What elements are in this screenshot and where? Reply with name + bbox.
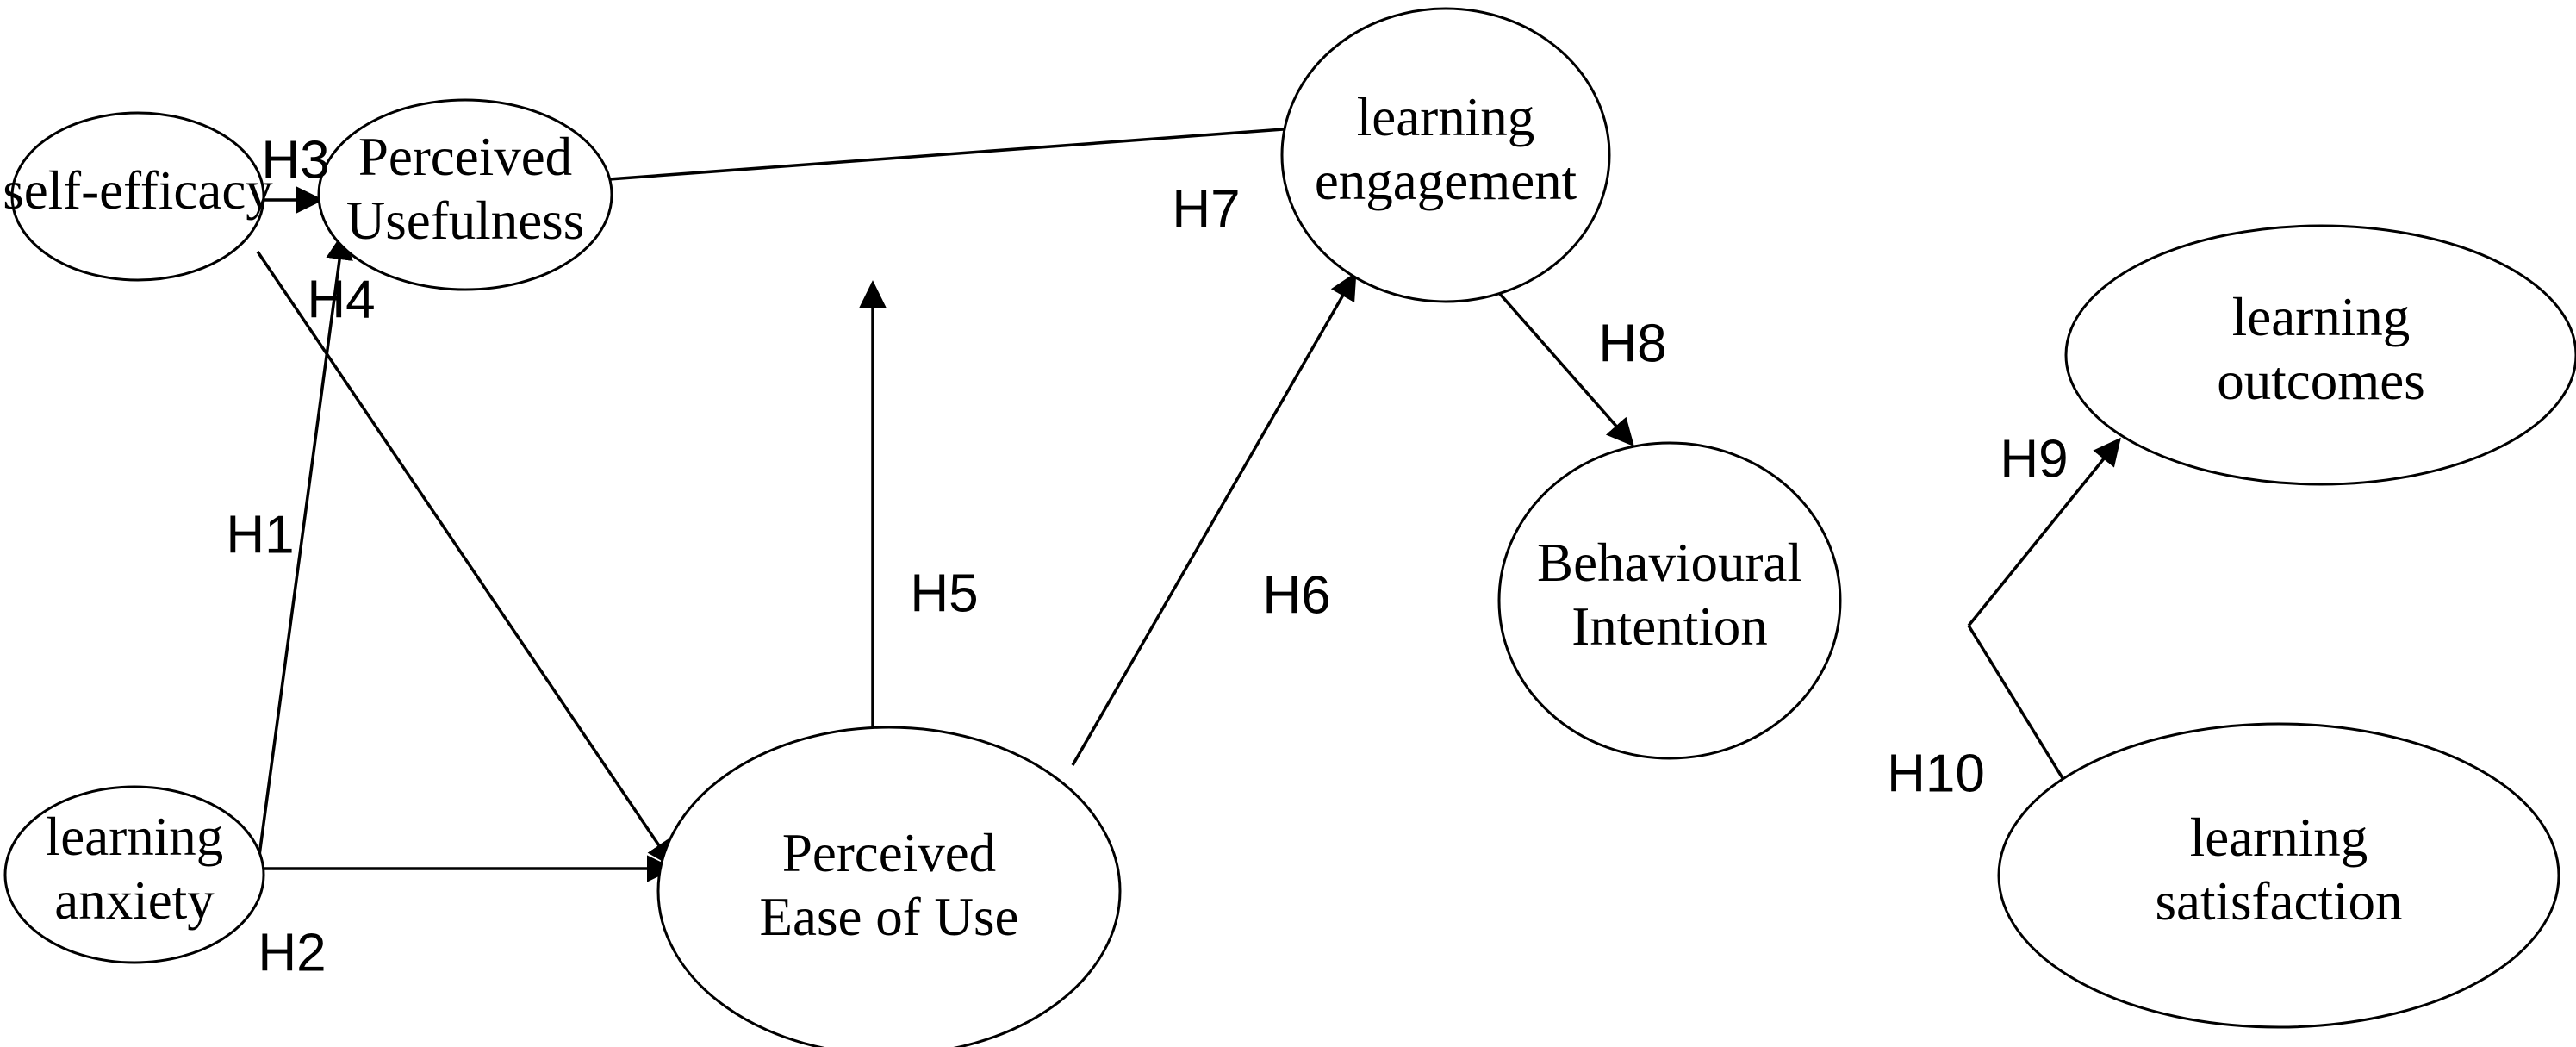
edge-label-h4: H4 — [307, 270, 375, 329]
edge-h7[interactable] — [585, 115, 1321, 183]
edge-label-h8: H8 — [1598, 314, 1666, 373]
edge-h6[interactable] — [1071, 271, 1357, 766]
edge-label-h6: H6 — [1262, 565, 1330, 625]
edge-label-h3: H3 — [261, 130, 329, 190]
edge-label-h5: H5 — [910, 564, 978, 623]
node-shape-learning-anxiety — [3, 785, 265, 964]
node-shape-learning-satisfaction — [1997, 722, 2560, 1029]
node-shape-perceived-usefulness — [317, 98, 613, 291]
edge-h4[interactable] — [257, 232, 353, 863]
edge-h1[interactable] — [256, 251, 675, 869]
edge-label-h7: H7 — [1172, 179, 1240, 239]
node-label-self-efficacy: self-efficacy — [3, 160, 273, 221]
edge-h8[interactable] — [1497, 291, 1634, 447]
node-shape-learning-engagement — [1280, 7, 1611, 303]
edge-label-h9: H9 — [2000, 429, 2068, 489]
edge-label-h1: H1 — [226, 505, 294, 564]
node-self-efficacy[interactable]: self-efficacy — [3, 111, 273, 282]
node-shape-behavioural-intention — [1497, 441, 1842, 760]
node-shape-learning-outcomes — [2064, 224, 2576, 486]
edge-label-h10: H10 — [1887, 744, 1985, 803]
edge-label-h2: H2 — [258, 923, 326, 982]
edge-h9[interactable] — [1967, 437, 2121, 627]
node-shape-self-efficacy — [10, 111, 265, 282]
node-shape-perceived-ease-of-use — [656, 726, 1122, 1047]
